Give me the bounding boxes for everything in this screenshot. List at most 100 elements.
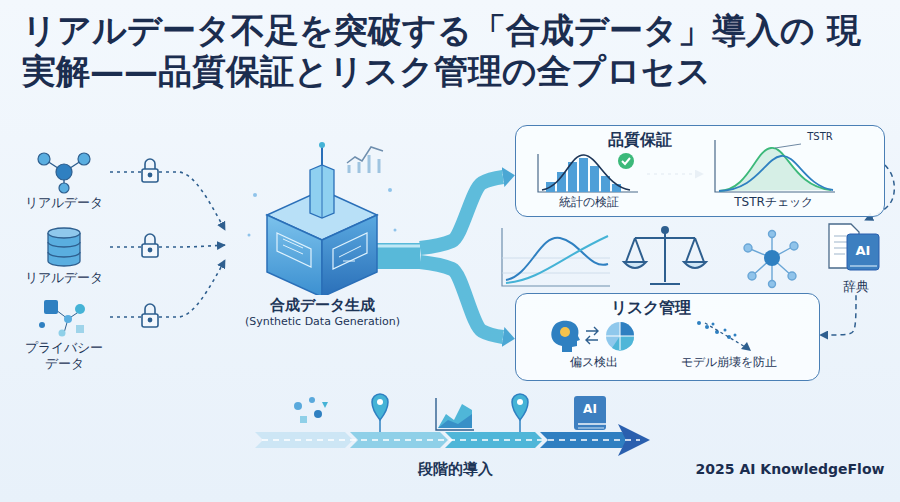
drawing-part: [48, 242, 80, 257]
drawing-part: [372, 394, 388, 432]
drawing-part: [542, 155, 630, 190]
drawing-part: [310, 165, 334, 218]
node-label: 統計の検証: [534, 195, 644, 210]
drawing-part: [574, 396, 606, 430]
drawing-part: [248, 188, 397, 237]
node-label: 辞典: [825, 279, 887, 295]
drawing-part: [373, 243, 420, 269]
flow-pipe: [420, 262, 503, 337]
drawing-part: [142, 234, 158, 257]
drawing-part: [349, 155, 379, 173]
drawing-part: [394, 229, 397, 232]
check-step: 統計の検証: [534, 152, 644, 210]
drawing-part: [142, 244, 158, 257]
drawing-part: [578, 428, 604, 429]
drawing-part: [38, 153, 90, 193]
drawing-part: [255, 432, 353, 448]
drawing-part: [574, 396, 606, 430]
drawing-part: [618, 153, 634, 169]
drawing-part: [748, 234, 794, 284]
drawing-part: [775, 144, 801, 148]
drawing-part: [635, 228, 695, 284]
model-collapse-icon: [661, 318, 796, 354]
drawing-part: [322, 402, 328, 408]
drawing-part: [624, 262, 706, 268]
panel-heading: 品質保証: [608, 130, 672, 150]
drawing-part: [48, 228, 80, 266]
diagram-title: リアルデータ不足を突破する「合成データ」導入の 現実解——品質保証とリスク管理の…: [22, 10, 892, 93]
drawing-part: [388, 188, 392, 192]
drawing-part: [253, 193, 257, 197]
drawing-part: [372, 394, 388, 420]
timeline-icons: [294, 394, 606, 432]
drawing-part: [148, 318, 151, 321]
drawing-part: [705, 323, 747, 348]
drawing-part: [741, 342, 751, 351]
drawing-part: [578, 423, 606, 424]
drawing-part: [546, 158, 621, 192]
drawing-part: [788, 272, 796, 280]
drawing-part: [44, 300, 58, 314]
data-source: プライバシー データ: [18, 295, 110, 373]
check-step: モデル崩壊を防止: [661, 318, 796, 370]
drawing-part: [322, 215, 377, 295]
panel-heading: リスク管理: [611, 298, 691, 318]
drawing-part: [277, 233, 367, 269]
bias-detection-icon: [546, 318, 641, 354]
node-label: リアルデータ: [18, 195, 110, 211]
drawing-part: [697, 321, 701, 325]
node-label: モデル崩壊を防止: [661, 355, 796, 370]
drawing-part: [248, 142, 421, 295]
drawing-part: [142, 159, 158, 182]
drawing-part: [56, 164, 72, 180]
drawing-part: [557, 172, 566, 192]
drawing-part: [145, 304, 155, 314]
drawing-part: [142, 314, 158, 327]
drawing-part: [850, 265, 877, 266]
timeline-label: 段階的導入: [395, 460, 515, 478]
network-icon: [744, 231, 798, 288]
drawing-part: [705, 325, 709, 329]
drawing-part: [309, 397, 315, 403]
drawing-part: [262, 439, 640, 440]
drawing-part: [502, 228, 610, 286]
flow-pipe: [420, 177, 503, 248]
drawing-part: [769, 231, 776, 238]
drawing-part: [847, 234, 879, 270]
drawing-part: [300, 416, 307, 423]
drawing-part: [438, 414, 472, 428]
drawing-part: [59, 330, 66, 337]
drawing-part: [560, 327, 570, 337]
check-step: TSTRチェック: [706, 136, 841, 210]
drawing-part: [142, 304, 158, 327]
drawing-part: [590, 166, 599, 192]
icon-badge: AI: [574, 402, 606, 416]
drawing-part: [283, 239, 361, 261]
drawing-part: [294, 397, 328, 423]
drawing-part: [712, 323, 715, 326]
node-sublabel: (Synthetic Data Generation): [225, 315, 420, 329]
drawing-part: [436, 398, 474, 430]
drawing-part: [142, 169, 158, 182]
drawing-part: [78, 153, 90, 165]
drawing-part: [719, 148, 831, 191]
node-label: リアルデータ: [18, 270, 110, 286]
drawing-part: [618, 424, 650, 456]
drawing-part: [436, 398, 474, 430]
drawing-part: [39, 322, 45, 328]
icon-badge: AI: [847, 243, 879, 259]
drawing-part: [321, 147, 323, 165]
drawing-part: [724, 329, 727, 332]
flow-arrow: [110, 260, 225, 317]
drawing-part: [734, 334, 737, 337]
private-data-icon: [24, 295, 104, 339]
data-source: リアルデータ: [18, 150, 110, 211]
histogram-chart: [534, 152, 644, 194]
line-chart-icon: [502, 228, 610, 286]
drawing-part: [322, 165, 323, 218]
lock-icon: [142, 159, 158, 327]
drawing-part: [502, 258, 610, 273]
drawing-part: [145, 159, 155, 169]
drawing-part: [622, 158, 630, 164]
